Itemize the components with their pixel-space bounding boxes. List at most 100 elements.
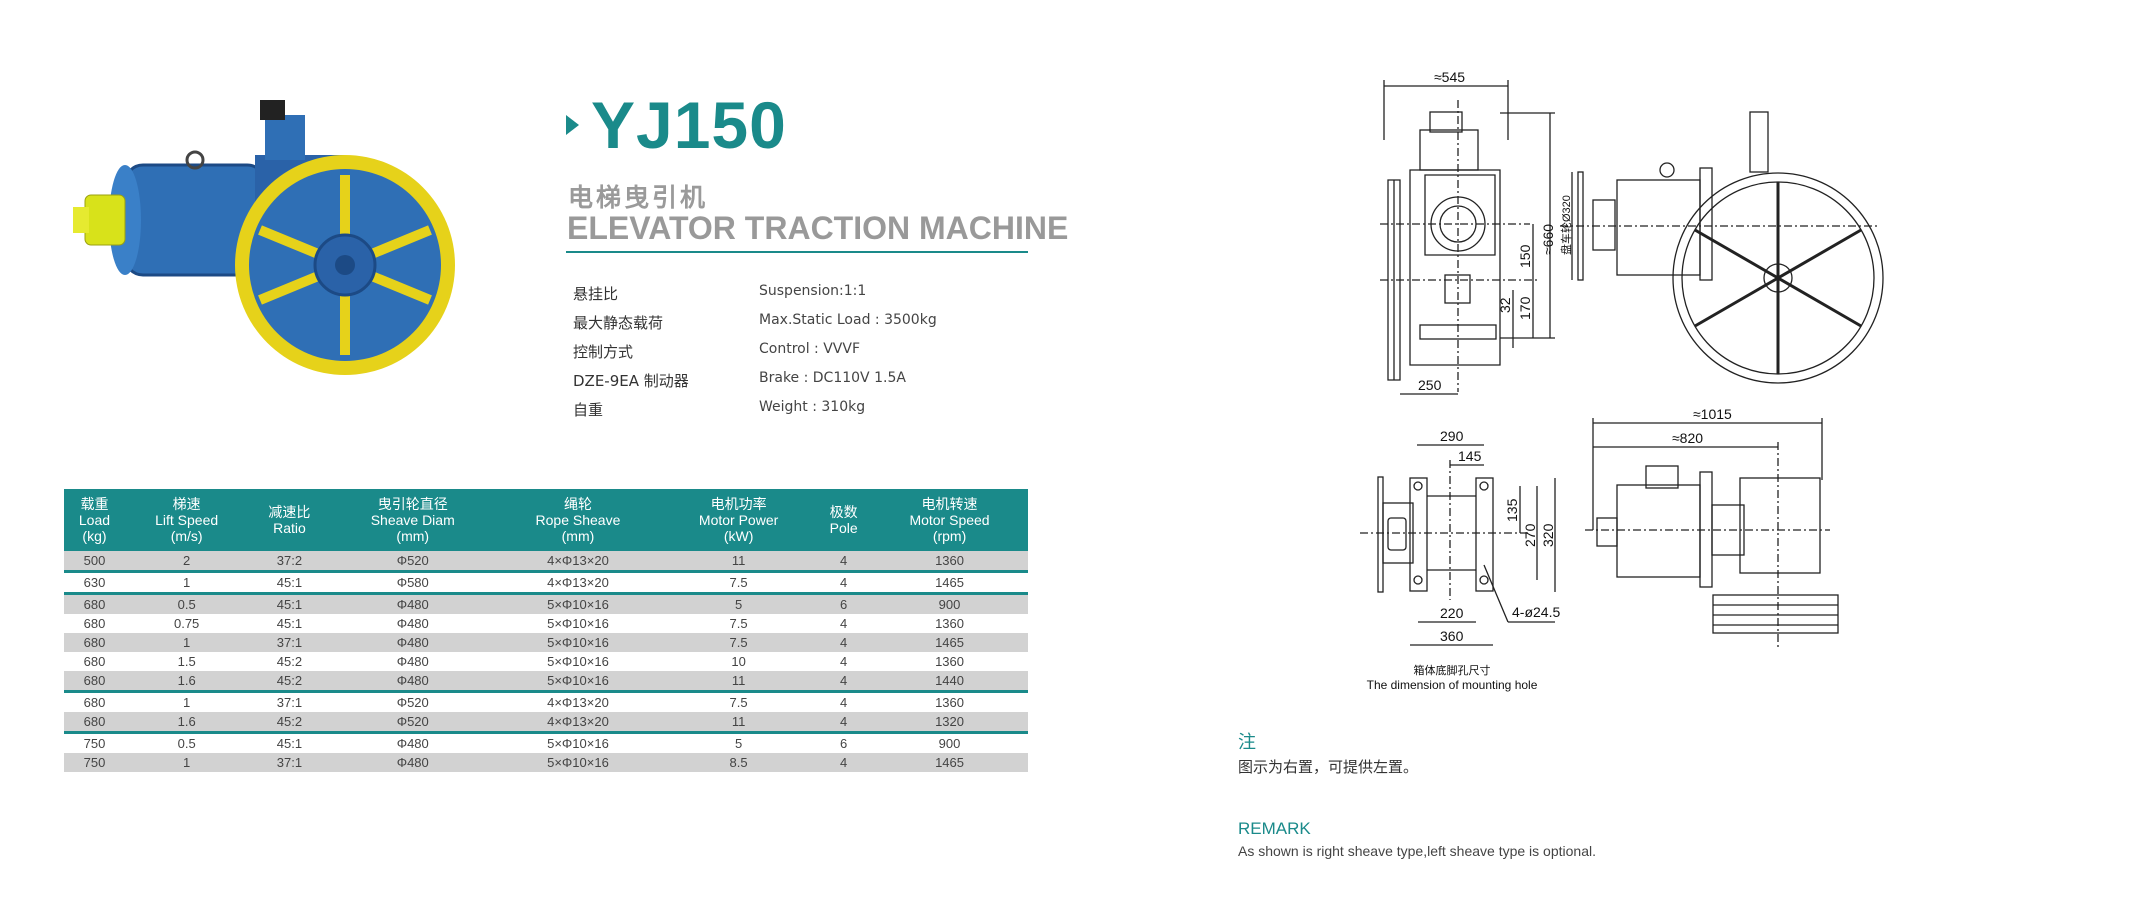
dim-145: 145: [1458, 448, 1482, 464]
table-cell: 5×Φ10×16: [494, 593, 661, 614]
table-cell: 10: [731, 654, 746, 669]
table-cell: 4: [816, 753, 872, 772]
table-cell: Φ480: [330, 753, 495, 772]
traction-machine-image: [73, 100, 455, 375]
table-cell: 0.5: [177, 736, 196, 751]
table-cell: 1360: [935, 616, 964, 631]
dim-1015: ≈1015: [1693, 406, 1732, 422]
column-header-line: Sheave Diam: [370, 512, 455, 528]
column-header-line: Lift Speed: [155, 512, 219, 528]
table-cell: 5: [734, 736, 743, 751]
table-cell: 900: [938, 736, 961, 751]
table-cell: 7.5: [729, 695, 748, 710]
table-cell: 1320: [871, 712, 1028, 734]
product-name-cn: 电梯曳引机: [568, 183, 709, 212]
dim-width: ≈545: [1434, 69, 1465, 85]
spec-value: Suspension:1:1: [759, 283, 867, 299]
spec-label: 控制方式: [573, 343, 634, 361]
column-header-line: (kW): [723, 528, 754, 544]
table-cell: 4: [816, 712, 872, 734]
table-cell: 680: [64, 593, 125, 614]
table-cell: 45:1: [276, 736, 303, 751]
column-header-line: 电机功率: [710, 496, 767, 512]
spec-label: DZE-9EA 制动器: [573, 372, 689, 390]
table-cell: 5×Φ10×16: [494, 671, 661, 693]
table-cell: 5×Φ10×16: [494, 753, 661, 772]
spec-label: 悬挂比: [573, 285, 619, 303]
column-header-line: 载重: [80, 496, 109, 512]
column-header-line: (mm): [396, 528, 430, 544]
mounting-caption-en: The dimension of mounting hole: [1367, 678, 1538, 692]
column-header-line: Load: [78, 512, 111, 528]
table-cell: 1.6: [124, 671, 249, 693]
table-cell: 1360: [935, 654, 964, 669]
table-cell: 7.5: [729, 616, 748, 631]
dim-32: 32: [1497, 297, 1513, 313]
table-cell: 6: [816, 593, 872, 614]
table-cell: 1360: [871, 551, 1028, 573]
table-cell: 900: [871, 593, 1028, 614]
table-cell: Φ520: [330, 712, 495, 734]
table-cell: 4: [816, 571, 872, 595]
table-cell: 2: [124, 551, 249, 573]
table-cell: 680: [64, 671, 125, 693]
table-cell: 1360: [935, 695, 964, 710]
table-cell: 11: [660, 551, 817, 573]
table-cell: 5: [660, 593, 817, 614]
column-header-line: 极数: [829, 504, 858, 520]
table-cell: 680: [83, 695, 106, 710]
product-name-en: ELEVATOR TRACTION MACHINE: [567, 210, 1069, 246]
table-cell: 4: [840, 695, 848, 710]
table-cell: 1: [124, 753, 249, 772]
table-cell: 4×Φ13×20: [547, 695, 609, 710]
spec-label: 自重: [573, 401, 604, 419]
dim-820: ≈820: [1672, 430, 1703, 446]
table-cell: 630: [64, 571, 125, 595]
front-view-drawing: ≈545 ≈660 150 170 32 250: [1380, 69, 1556, 395]
table-cell: 8.5: [660, 753, 817, 772]
spec-value: Max.Static Load : 3500kg: [759, 312, 937, 328]
table-cell: 5×Φ10×16: [494, 633, 661, 652]
dim-320: 320: [1540, 523, 1556, 547]
model-name: YJ150: [591, 88, 787, 162]
table-cell: 1465: [871, 753, 1028, 772]
dim-holes: 4-ø24.5: [1512, 604, 1560, 620]
column-header-line: (mm): [561, 528, 595, 544]
spec-label: 最大静态载荷: [573, 314, 664, 332]
table-cell: 45:2: [248, 671, 331, 693]
dim-220: 220: [1440, 605, 1464, 621]
table-cell: 1: [124, 633, 249, 652]
dim-170: 170: [1517, 296, 1533, 320]
spec-value: Control : VVVF: [759, 341, 861, 357]
column-header-line: (rpm): [932, 528, 967, 544]
remark-heading: REMARK: [1238, 819, 1311, 838]
table-cell: 1440: [871, 671, 1028, 693]
remark-text: As shown is right sheave type,left sheav…: [1238, 843, 1596, 859]
table-cell: 11: [660, 712, 817, 734]
table-cell: 1.6: [124, 712, 249, 734]
table-cell: 45:1: [248, 571, 331, 595]
table-cell: Φ580: [330, 571, 495, 595]
table-cell: 4: [816, 633, 872, 652]
table-cell: 1.5: [177, 654, 196, 669]
table-cell: 1465: [871, 633, 1028, 652]
column-header-line: (m/s): [170, 528, 203, 544]
table-cell: Φ480: [396, 736, 429, 751]
table-cell: 7.5: [660, 571, 817, 595]
dim-290: 290: [1440, 428, 1464, 444]
table-cell: 750: [83, 736, 106, 751]
